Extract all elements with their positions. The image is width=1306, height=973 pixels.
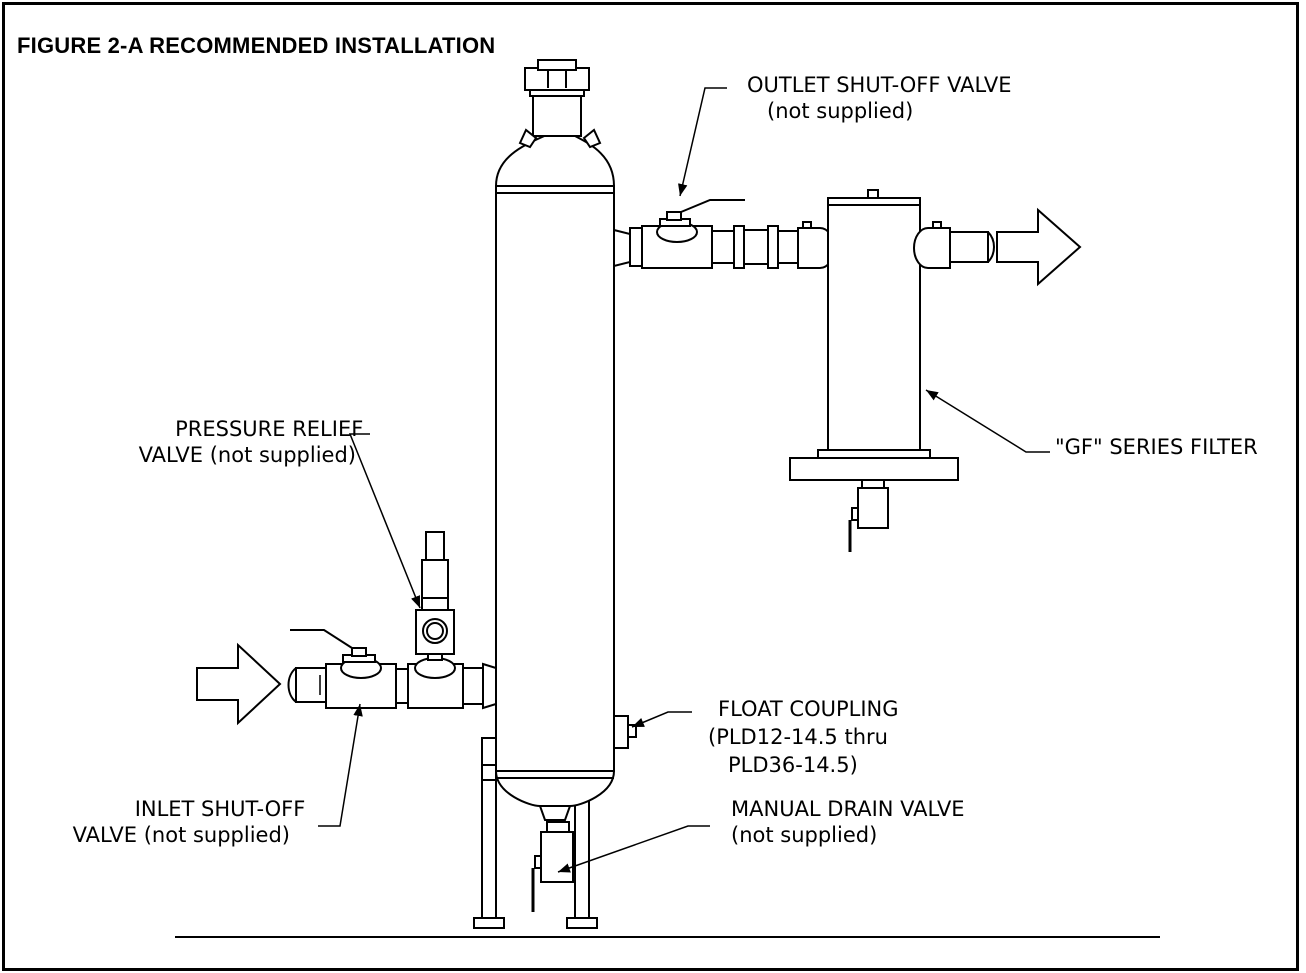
inlet-flow-arrow — [196, 642, 282, 726]
outlet-piping — [613, 221, 835, 269]
pressure-relief-label: PRESSURE RELIEF VALVE (not supplied) — [139, 417, 370, 467]
gf-filter-label: "GF" SERIES FILTER — [1055, 435, 1258, 459]
leader-lines — [318, 87, 1050, 873]
drain-valve-label: MANUAL DRAIN VALVE (not supplied) — [731, 797, 971, 847]
outlet-valve-handle — [659, 199, 745, 227]
inlet-valve-handle — [290, 629, 376, 663]
float-coupling-label: FLOAT COUPLING (PLD12-14.5 thru PLD36-14… — [708, 697, 905, 777]
outlet-flow-arrow — [996, 207, 1082, 287]
inlet-piping — [287, 657, 497, 710]
manual-drain-valve — [531, 821, 574, 912]
outlet-valve-label: OUTLET SHUT-OFF VALVE (not supplied) — [747, 73, 1018, 123]
gf-series-filter — [789, 189, 995, 552]
inlet-valve-label: INLET SHUT-OFF VALVE (not supplied) — [73, 797, 312, 847]
pressure-relief-valve — [415, 531, 455, 661]
float-coupling — [613, 715, 637, 749]
figure-title: FIGURE 2-A RECOMMENDED INSTALLATION — [17, 33, 496, 58]
separator-vessel — [494, 59, 616, 821]
